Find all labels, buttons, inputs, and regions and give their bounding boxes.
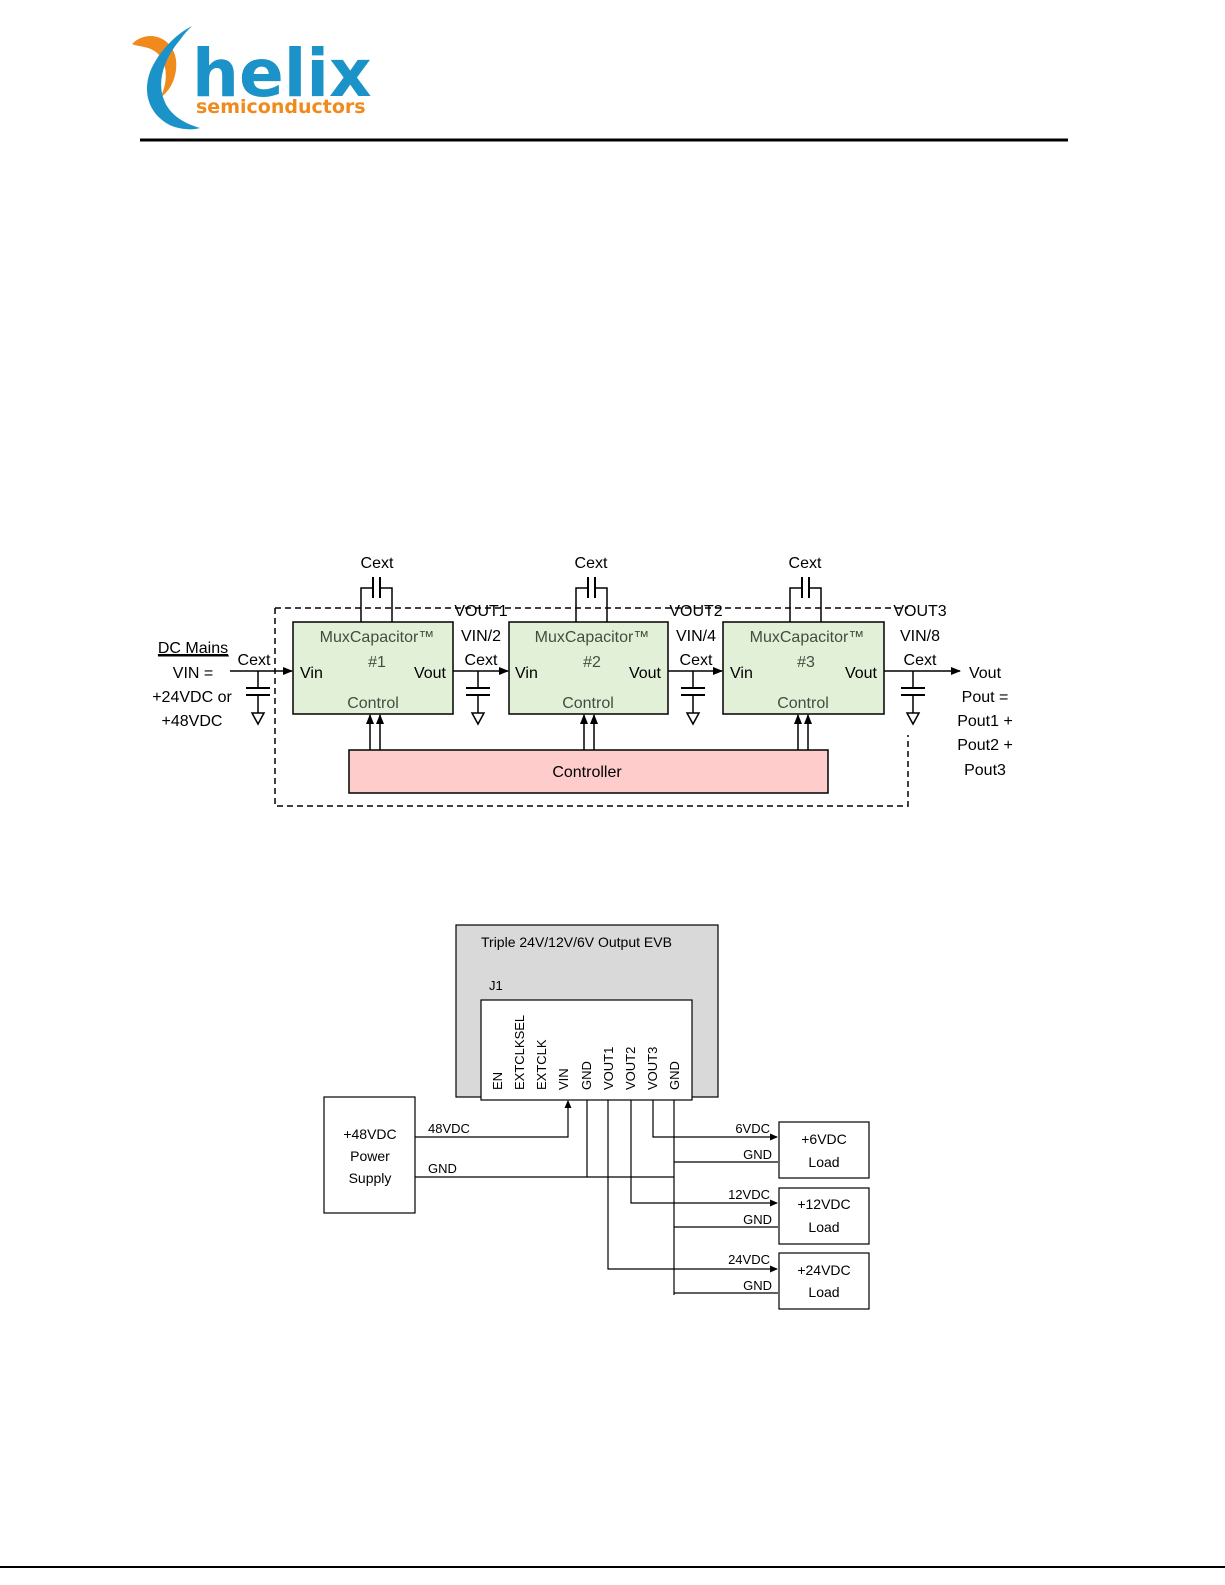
power-supply-line-3: Supply: [349, 1170, 392, 1186]
load-12vdc-volt-label: 12VDC: [728, 1187, 770, 1202]
pout-line-1: Pout =: [962, 689, 1009, 706]
stage-3-control-pin: Control: [777, 695, 829, 712]
controller-block: [348, 749, 829, 794]
load-24vdc-block: [778, 1252, 870, 1310]
stage-2-block: [508, 621, 669, 715]
stage-1-ratio-label: VIN/2: [461, 628, 501, 645]
load-12vdc-sub: Load: [808, 1219, 839, 1235]
stage-3-vin-pin: Vin: [730, 665, 753, 682]
stage-3-ratio-label: VIN/8: [900, 628, 940, 645]
block-diagram: DC Mains VIN = +24VDC or +48VDC Cext Cex…: [152, 555, 1013, 807]
stage-2-top-capacitor: [575, 577, 608, 622]
stage-3-top-capacitor: [789, 577, 822, 622]
vout-label: Vout: [969, 665, 1002, 682]
pin-vout1: VOUT1: [601, 1047, 616, 1090]
connector-label: J1: [489, 978, 503, 993]
load-12vdc-gnd-label: GND: [743, 1212, 772, 1227]
power-supply-line-2: Power: [350, 1148, 390, 1164]
stage-3-out-cext-label: Cext: [904, 652, 937, 669]
helix-logo: helix semiconductors: [132, 26, 372, 130]
stage-1-control-arrows: [366, 714, 384, 750]
stage-1-vout-pin: Vout: [414, 665, 447, 682]
logo-subtitle: semiconductors: [196, 96, 366, 118]
connection-diagram: Triple 24V/12V/6V Output EVB J1 EN EXTCL…: [323, 924, 870, 1310]
load-6vdc-volt-label: 6VDC: [735, 1121, 770, 1136]
logo-swoosh-blue: [146, 26, 200, 130]
power-supply-block: [323, 1096, 416, 1214]
stage-2-out-cext-label: Cext: [680, 652, 713, 669]
power-supply-line-1: +48VDC: [343, 1126, 396, 1142]
j1-connector: [480, 999, 693, 1101]
vin-line-1: VIN =: [173, 665, 213, 682]
stage-2-ratio-label: VIN/4: [676, 628, 716, 645]
ic-boundary-dashed: [274, 607, 909, 807]
stage-1-out-capacitor: [466, 671, 490, 726]
load-12vdc: 12VDC GND +12VDC Load: [728, 1187, 870, 1245]
load-24vdc-sub: Load: [808, 1284, 839, 1300]
stage-2-name: MuxCapacitor™: [535, 629, 650, 646]
load-24vdc-name: +24VDC: [797, 1262, 850, 1278]
stage-3-vout-pin: Vout: [845, 665, 878, 682]
pin-gnd-2: GND: [667, 1061, 682, 1090]
load-6vdc-name: +6VDC: [801, 1131, 847, 1147]
mux-stage-2: Cext MuxCapacitor™ #2 Vin Vout Control V…: [508, 555, 723, 750]
stage-3-vout-label: VOUT3: [893, 603, 946, 620]
stage-1-top-cext-label: Cext: [361, 555, 394, 572]
stage-1-vin-pin: Vin: [300, 665, 323, 682]
pout-line-4: Pout3: [964, 762, 1006, 779]
pin-vout2: VOUT2: [623, 1047, 638, 1090]
stage-3-name: MuxCapacitor™: [750, 629, 865, 646]
stage-2-control-arrows: [580, 714, 598, 750]
stage-2-vin-pin: Vin: [515, 665, 538, 682]
supply-48vdc-label: 48VDC: [428, 1121, 470, 1136]
vin-line-3: +48VDC: [162, 713, 223, 730]
stage-3-out-capacitor: [901, 671, 925, 726]
stage-3-top-cext-label: Cext: [789, 555, 822, 572]
load-6vdc-sub: Load: [808, 1154, 839, 1170]
pout-line-2: Pout1 +: [957, 713, 1013, 730]
pin-vout3: VOUT3: [645, 1047, 660, 1090]
stage-1-top-capacitor: [360, 577, 393, 622]
stage-1-vout-label: VOUT1: [454, 603, 507, 620]
stage-2-out-capacitor: [681, 671, 705, 726]
load-12vdc-name: +12VDC: [797, 1196, 850, 1212]
stage-2-vout-pin: Vout: [629, 665, 662, 682]
mux-stage-1: Cext MuxCapacitor™ #1 Vin Vout Control V…: [292, 555, 509, 750]
stage-2-top-cext-label: Cext: [575, 555, 608, 572]
evb-title: Triple 24V/12V/6V Output EVB: [481, 934, 672, 950]
wiring: [415, 1100, 778, 1295]
stage-1-control-pin: Control: [347, 695, 399, 712]
load-6vdc: 6VDC GND +6VDC Load: [735, 1121, 870, 1179]
controller-label: Controller: [552, 764, 622, 781]
supply-gnd-label: GND: [428, 1161, 457, 1176]
stage-2-vout-label: VOUT2: [669, 603, 722, 620]
load-24vdc-volt-label: 24VDC: [728, 1252, 770, 1267]
load-24vdc-gnd-label: GND: [743, 1278, 772, 1293]
load-6vdc-gnd-label: GND: [743, 1147, 772, 1162]
stage-3-number: #3: [797, 654, 815, 671]
input-cext-label: Cext: [238, 652, 271, 669]
pin-vin: VIN: [556, 1068, 571, 1090]
stage-1-out-cext-label: Cext: [465, 652, 498, 669]
stage-1-number: #1: [368, 654, 386, 671]
pin-gnd-1: GND: [579, 1061, 594, 1090]
mux-stage-3: Cext MuxCapacitor™ #3 Vin Vout Control V…: [722, 555, 961, 750]
pin-extclk: EXTCLK: [534, 1039, 549, 1090]
stage-2-number: #2: [583, 654, 601, 671]
pout-line-3: Pout2 +: [957, 737, 1013, 754]
load-12vdc-block: [778, 1187, 870, 1245]
dc-mains-label: DC Mains: [158, 640, 228, 657]
logo-word: helix: [192, 35, 372, 112]
input-cext-capacitor: [246, 671, 270, 726]
stage-1-name: MuxCapacitor™: [320, 629, 435, 646]
load-24vdc: 24VDC GND +24VDC Load: [728, 1252, 870, 1310]
stage-3-block: [722, 621, 885, 715]
stage-2-control-pin: Control: [562, 695, 614, 712]
stage-3-control-arrows: [794, 714, 812, 750]
pin-en: EN: [490, 1072, 505, 1090]
load-6vdc-block: [778, 1121, 870, 1179]
vin-line-2: +24VDC or: [152, 689, 232, 706]
pin-extclksel: EXTCLKSEL: [512, 1015, 527, 1090]
